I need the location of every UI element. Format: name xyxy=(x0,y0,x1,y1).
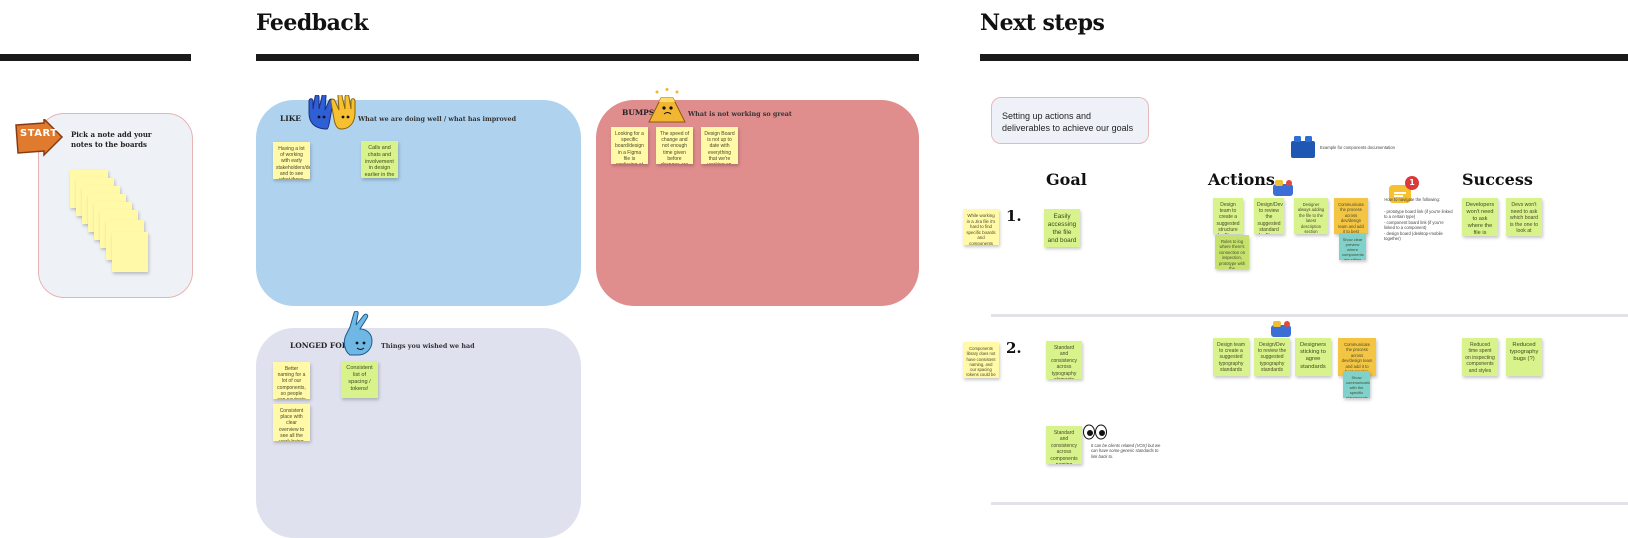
action-sticky[interactable]: Show clear preview where components are … xyxy=(1339,233,1366,260)
row-number: 2. xyxy=(1006,339,1022,357)
sticky-note[interactable]: The speed of change and not enough time … xyxy=(656,127,693,164)
goal-column-header: Goal xyxy=(1046,170,1087,189)
sticky-note[interactable]: Components library does not have consist… xyxy=(963,342,999,378)
section-bar xyxy=(980,54,1628,61)
row-divider xyxy=(991,314,1628,317)
example-note: Example for components documentation xyxy=(1320,145,1395,150)
eyes-icon xyxy=(1083,424,1107,440)
actions-column-header: Actions xyxy=(1208,170,1275,189)
sticky-stack[interactable] xyxy=(70,170,160,280)
section-bar xyxy=(0,54,191,61)
sticky-note[interactable]: Looking for a specific board/design in a… xyxy=(611,127,648,164)
success-column-header: Success xyxy=(1462,170,1533,189)
sticky-note[interactable]: Having a lot of working with early stake… xyxy=(273,142,310,179)
sticky-note[interactable]: Consistent place with clear overview to … xyxy=(273,404,310,441)
like-subtitle: What we are doing well / what has improv… xyxy=(358,115,517,123)
row3-note: It can be clients related (VOX) but we c… xyxy=(1091,443,1161,459)
longed-subtitle: Things you wished we had xyxy=(381,342,475,350)
action-sticky[interactable]: Rules to log where there's connection on… xyxy=(1215,235,1249,269)
success-sticky[interactable]: Devs won't need to ask which board is th… xyxy=(1506,198,1542,236)
action-sticky[interactable]: Designers sticking to agree standards xyxy=(1295,338,1331,376)
action-sticky[interactable]: Design team to create a suggested typogr… xyxy=(1213,338,1249,376)
bumps-label: BUMPS xyxy=(622,108,655,117)
start-arrow-icon xyxy=(15,117,64,157)
sticky-note[interactable]: Design Board is not up to date with ever… xyxy=(701,127,738,164)
comment-bullet: - design board (desktop+mobile together) xyxy=(1384,231,1443,242)
next-intro-card[interactable]: Setting up actions and deliverables to a… xyxy=(991,97,1149,144)
team-sticker-icon xyxy=(1271,178,1295,200)
bumps-panel xyxy=(596,100,919,306)
action-sticky[interactable]: Design/Dev to review the suggested typog… xyxy=(1254,338,1290,376)
goal-sticky[interactable]: Easily accessing the file and board xyxy=(1044,209,1080,247)
bumps-subtitle: What is not working so great xyxy=(688,110,792,118)
sticky-note[interactable]: Better naming for a lot of our component… xyxy=(273,362,310,399)
success-sticky[interactable]: Reduced typography bugs (?) xyxy=(1506,338,1542,376)
comment-icon[interactable] xyxy=(1389,185,1411,203)
team-sticker-icon xyxy=(1269,320,1293,340)
start-badge[interactable]: START xyxy=(14,117,64,157)
start-instruction: Pick a note add your notes to the boards xyxy=(71,130,152,149)
longed-panel xyxy=(256,328,581,538)
row-divider xyxy=(991,502,1628,505)
success-sticky[interactable]: Developers won't need to ask where the f… xyxy=(1462,198,1498,236)
section-bar xyxy=(256,54,919,61)
sticky-note[interactable]: Consistent list of spacing / tokens! xyxy=(341,361,378,398)
goal-sticky[interactable]: Standard and consistency across typograp… xyxy=(1046,341,1082,379)
sticky-note[interactable]: Calls and chats and involvement in desig… xyxy=(361,141,398,178)
action-sticky[interactable]: Designer always adding the file to the l… xyxy=(1294,198,1328,234)
comment-count-badge: 1 xyxy=(1405,176,1419,190)
lego-brick-icon xyxy=(1288,134,1318,160)
feedback-heading: Feedback xyxy=(256,10,369,36)
comment-bullet: - component board link (if you're linked… xyxy=(1384,220,1444,231)
next-steps-heading: Next steps xyxy=(980,10,1105,36)
action-sticky[interactable]: Communicate the process across dev/desig… xyxy=(1334,198,1368,234)
longed-label: LONGED FOR xyxy=(290,341,348,350)
success-sticky[interactable]: Reduced time spent on inspecting compone… xyxy=(1462,338,1498,376)
volcano-icon xyxy=(645,88,689,124)
action-sticky[interactable]: Design/Dev to review the suggested stand… xyxy=(1254,198,1284,234)
action-sticky[interactable]: Design team to create a suggested struct… xyxy=(1213,198,1243,234)
hands-icon xyxy=(303,93,356,130)
like-label: LIKE xyxy=(280,114,302,123)
like-panel xyxy=(256,100,581,306)
action-sticky[interactable]: Show communication with the specific pla… xyxy=(1343,371,1370,398)
goal-sticky[interactable]: Standard and consistency across componen… xyxy=(1046,426,1082,464)
comment-bullet: - prototype board link (if you're linked… xyxy=(1384,209,1453,220)
comment-heading: How to navigate the following: xyxy=(1384,197,1440,202)
row-number: 1. xyxy=(1006,207,1022,225)
start-label: START xyxy=(20,128,58,139)
crossed-fingers-icon xyxy=(340,310,380,357)
sticky-note[interactable]: While working in a Jira file it's hard t… xyxy=(963,209,999,245)
